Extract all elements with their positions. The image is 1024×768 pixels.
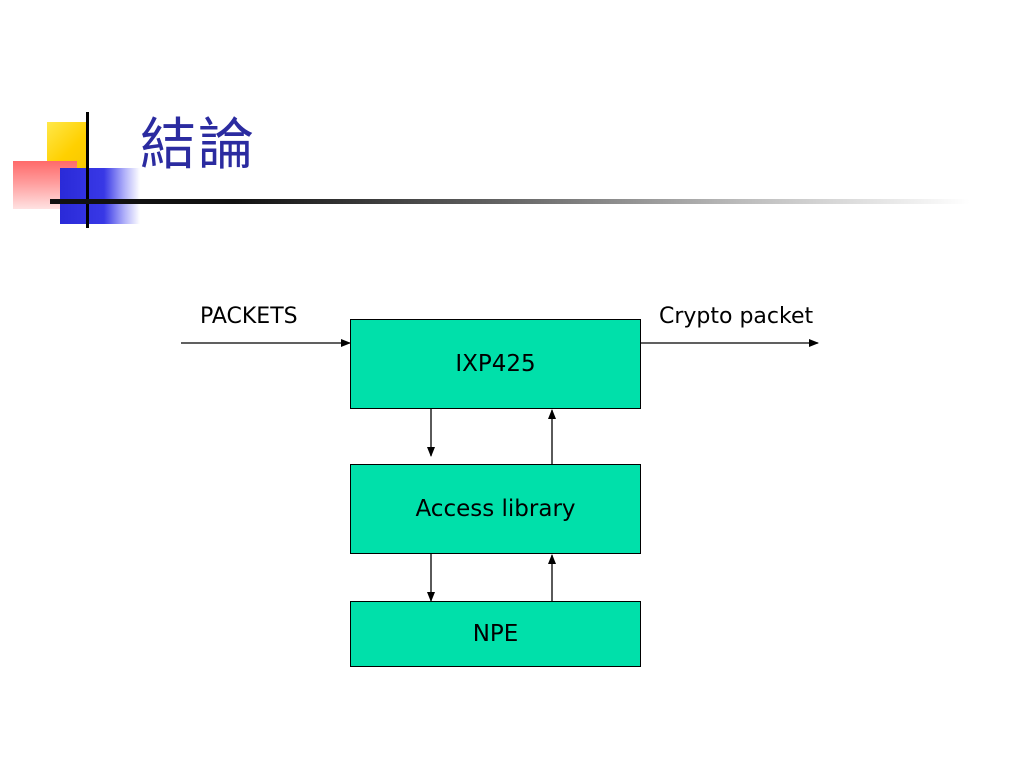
output-label: Crypto packet [659, 304, 814, 329]
logo-vertical-line [86, 112, 89, 228]
access-library-label: Access library [415, 496, 576, 522]
input-label: PACKETS [200, 304, 298, 329]
logo-yellow-square [47, 122, 87, 168]
slide-title: 結論 [140, 113, 256, 178]
npe-box: NPE [350, 601, 641, 667]
npe-label: NPE [472, 621, 519, 647]
access-library-box: Access library [350, 464, 641, 554]
ixp425-box: IXP425 [350, 319, 641, 409]
title-underline [50, 199, 970, 204]
logo-blue-square [60, 168, 140, 224]
ixp425-label: IXP425 [455, 351, 536, 377]
